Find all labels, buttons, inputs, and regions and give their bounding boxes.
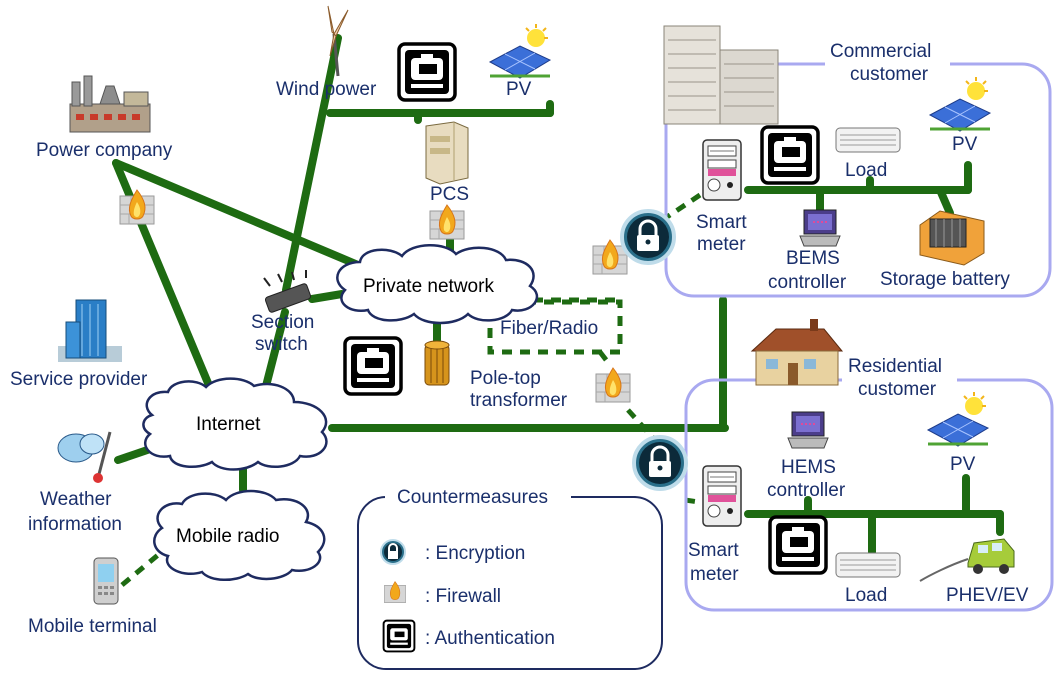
weather-icon — [57, 431, 112, 483]
smart-meter-commercial-label-1: Smart — [696, 212, 747, 233]
mobile-phone-icon — [93, 557, 119, 605]
ev-car-icon — [919, 538, 1015, 582]
pv-residential-label: PV — [950, 454, 976, 475]
pv-label: PV — [506, 79, 532, 100]
mobile-terminal-label: Mobile terminal — [28, 616, 157, 637]
smart-meter-residential-label-2: meter — [690, 564, 739, 585]
storage-battery-icon — [919, 210, 985, 266]
fiber-radio-label: Fiber/Radio — [500, 318, 598, 339]
mobile-radio-label: Mobile radio — [176, 526, 280, 547]
commercial-label-2: customer — [850, 64, 929, 85]
smart-meter-icon — [702, 465, 742, 527]
smart-meter-residential-label-1: Smart — [688, 540, 739, 561]
firewall-icon — [595, 367, 631, 403]
pcs-label: PCS — [430, 184, 469, 205]
authentication-icon — [760, 125, 820, 185]
authentication-icon — [343, 336, 403, 396]
service-provider-label: Service provider — [10, 369, 148, 390]
bems-label-1: BEMS — [786, 248, 840, 269]
section-switch-icon — [263, 270, 312, 313]
storage-battery-label: Storage battery — [880, 269, 1010, 290]
service-provider-building-icon — [58, 299, 122, 362]
private-network-label: Private network — [363, 276, 494, 297]
lock-icon — [620, 209, 676, 265]
internet-label: Internet — [196, 414, 261, 435]
section-switch-label-2: switch — [255, 334, 308, 355]
bems-computer-icon — [799, 209, 841, 247]
legend-title: Countermeasures — [397, 487, 548, 508]
authentication-icon — [397, 42, 457, 102]
legend-firewall-label: : Firewall — [425, 586, 501, 607]
house-icon — [750, 319, 844, 386]
mobile-radio-cloud — [153, 489, 326, 581]
pv-panel-icon — [926, 390, 990, 448]
lock-icon — [632, 435, 688, 491]
pole-top-label-2: transformer — [470, 390, 568, 411]
bems-label-2: controller — [768, 272, 847, 293]
phev-ev-label: PHEV/EV — [946, 585, 1029, 606]
authentication-icon — [768, 515, 828, 575]
legend-authentication-label: : Authentication — [425, 628, 555, 649]
wind-turbine-icon — [327, 5, 349, 77]
hems-label-2: controller — [767, 480, 846, 501]
pcs-cabinet-icon — [425, 121, 469, 185]
smart-meter-icon — [702, 139, 742, 201]
power-company-label: Power company — [36, 140, 173, 161]
legend-encryption-label: : Encryption — [425, 543, 525, 564]
pole-top-label-1: Pole-top — [470, 368, 541, 389]
load-residential-label: Load — [845, 585, 887, 606]
weather-label-1: Weather — [40, 489, 112, 510]
weather-label-2: information — [28, 514, 122, 535]
hems-label-1: HEMS — [781, 457, 836, 478]
section-switch-label-1: Section — [251, 312, 314, 333]
smart-meter-commercial-label-2: meter — [697, 234, 746, 255]
power-plant-icon — [69, 75, 151, 133]
pole-top-transformer-icon — [424, 340, 450, 386]
pv-panel-icon — [488, 22, 552, 80]
residential-label-1: Residential — [848, 356, 942, 377]
firewall-icon — [429, 204, 465, 240]
air-conditioner-icon — [835, 127, 901, 153]
internet-cloud — [142, 377, 328, 471]
pv-commercial-label: PV — [952, 134, 978, 155]
air-conditioner-icon — [835, 552, 901, 578]
commercial-building-icon — [663, 25, 779, 125]
load-commercial-label: Load — [845, 160, 887, 181]
private-network-cloud — [336, 244, 538, 325]
countermeasures-legend — [357, 484, 663, 670]
wind-power-label: Wind power — [276, 79, 377, 100]
commercial-label-1: Commercial — [830, 41, 931, 62]
residential-label-2: customer — [858, 379, 937, 400]
hems-computer-icon — [787, 411, 829, 449]
